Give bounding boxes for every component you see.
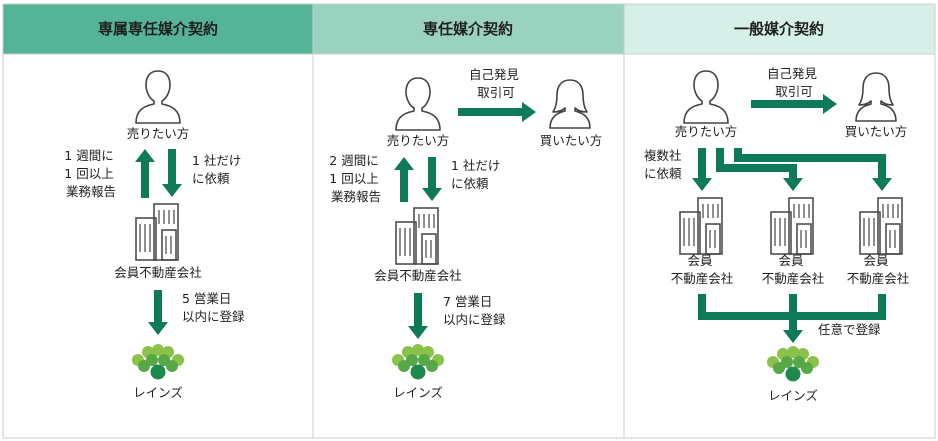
report-note-line2: 1 回以上 [329, 171, 378, 186]
agency-label-1: 会員 不動産会社 [671, 253, 734, 286]
reins-logo-icon [767, 346, 819, 382]
report-note: 2 週間に 1 回以上 業務報告 [329, 153, 382, 204]
column-title-general: 一般媒介契約 [734, 20, 824, 38]
register-note-line2: 以内に登録 [182, 309, 245, 324]
register-note-line1: 7 営業日 [443, 294, 492, 309]
request-down-arrow [162, 149, 182, 197]
buyer-person-icon [855, 72, 897, 122]
table-frame [2, 3, 936, 439]
register-note-line1: 5 営業日 [182, 291, 231, 306]
report-note-line1: 1 週間に [64, 148, 113, 163]
report-note-line3: 業務報告 [66, 184, 116, 199]
buyer-label: 買いたい方 [540, 133, 603, 148]
agency-1-line2: 不動産会社 [671, 271, 734, 286]
seller-label: 売りたい方 [387, 133, 450, 148]
request-down-arrow [422, 157, 442, 201]
self-deal-line1: 自己発見 [469, 67, 520, 82]
agency-label-2: 会員 不動産会社 [762, 253, 825, 286]
request-note: 1 社だけ に依頼 [451, 158, 504, 191]
column-3-flow: 売りたい方 自己発見 取引可 買いたい方 複数社 に依頼 会員 不動産会社 会員… [644, 66, 909, 403]
seller-label: 売りたい方 [675, 124, 738, 139]
self-deal-right-arrow [751, 94, 837, 114]
request-note-line1: 1 社だけ [192, 153, 241, 168]
reins-label: レインズ [768, 388, 818, 403]
register-note: 任意で登録 [818, 322, 881, 337]
request-note-line1: 1 社だけ [451, 158, 500, 173]
seller-person-icon [683, 70, 729, 124]
reins-label: レインズ [393, 385, 443, 400]
agency-building-icon [135, 203, 179, 261]
agency-label: 会員不動産会社 [374, 268, 462, 283]
column-title-exclusive-dedicated: 専属専任媒介契約 [98, 20, 218, 38]
seller-label: 売りたい方 [127, 126, 190, 141]
buyer-person-icon [549, 79, 591, 129]
agency-2-line2: 不動産会社 [762, 271, 825, 286]
self-deal-line2: 取引可 [477, 85, 515, 100]
register-down-arrow [148, 290, 168, 335]
reins-logo-icon [132, 344, 184, 380]
report-note-line2: 1 回以上 [64, 166, 113, 181]
report-note-line1: 2 週間に [329, 153, 378, 168]
request-branch-arrow-2 [716, 148, 803, 191]
agency-building-icon-2 [770, 197, 814, 255]
agency-building-icon-3 [859, 197, 903, 255]
self-deal-right-arrow [458, 102, 536, 122]
agency-building-icon [395, 207, 439, 265]
register-note: 5 営業日 以内に登録 [182, 291, 245, 324]
multi-request-line1: 複数社 [644, 148, 682, 163]
multi-request-note: 複数社 に依頼 [644, 148, 686, 181]
agency-3-line1: 会員 [864, 253, 890, 268]
agency-3-line2: 不動産会社 [847, 271, 910, 286]
report-note-line3: 業務報告 [331, 189, 381, 204]
column-title-dedicated: 専任媒介契約 [423, 20, 513, 38]
report-note: 1 週間に 1 回以上 業務報告 [64, 148, 117, 199]
report-up-arrow [135, 149, 155, 198]
self-deal-note: 自己発見 取引可 [767, 66, 821, 99]
register-note-line2: 以内に登録 [443, 312, 506, 327]
header-band-col1 [3, 4, 313, 54]
agency-2-line1: 会員 [779, 253, 805, 268]
request-note-line2: に依頼 [451, 176, 489, 191]
column-2-flow: 売りたい方 自己発見 取引可 買いたい方 2 週間に 1 回以上 業務報告 1 … [329, 67, 602, 400]
self-deal-line1: 自己発見 [767, 66, 818, 81]
register-down-arrow [408, 293, 428, 339]
agency-building-icon-1 [679, 197, 723, 255]
request-note-line2: に依頼 [192, 171, 230, 186]
self-deal-line2: 取引可 [775, 84, 813, 99]
seller-person-icon [135, 70, 181, 124]
buyer-label: 買いたい方 [845, 124, 908, 139]
request-branch-arrow-3 [734, 148, 892, 191]
reins-logo-icon [392, 344, 444, 380]
register-merge-connector [698, 294, 886, 343]
register-note: 7 営業日 以内に登録 [443, 294, 506, 327]
header-band-col2 [313, 4, 624, 54]
reins-label: レインズ [133, 385, 183, 400]
agency-label-3: 会員 不動産会社 [847, 253, 910, 286]
seller-person-icon [395, 77, 441, 131]
header-band-col3 [624, 4, 935, 54]
request-down-arrow-1 [692, 148, 712, 191]
self-deal-note: 自己発見 取引可 [469, 67, 523, 100]
column-1-flow: 売りたい方 1 週間に 1 回以上 業務報告 1 社だけ に依頼 会員不動産会社… [64, 70, 245, 400]
multi-request-line2: に依頼 [644, 166, 682, 181]
agency-label: 会員不動産会社 [114, 265, 202, 280]
agency-1-line1: 会員 [688, 253, 714, 268]
report-up-arrow [394, 157, 414, 202]
request-note: 1 社だけ に依頼 [192, 153, 245, 186]
